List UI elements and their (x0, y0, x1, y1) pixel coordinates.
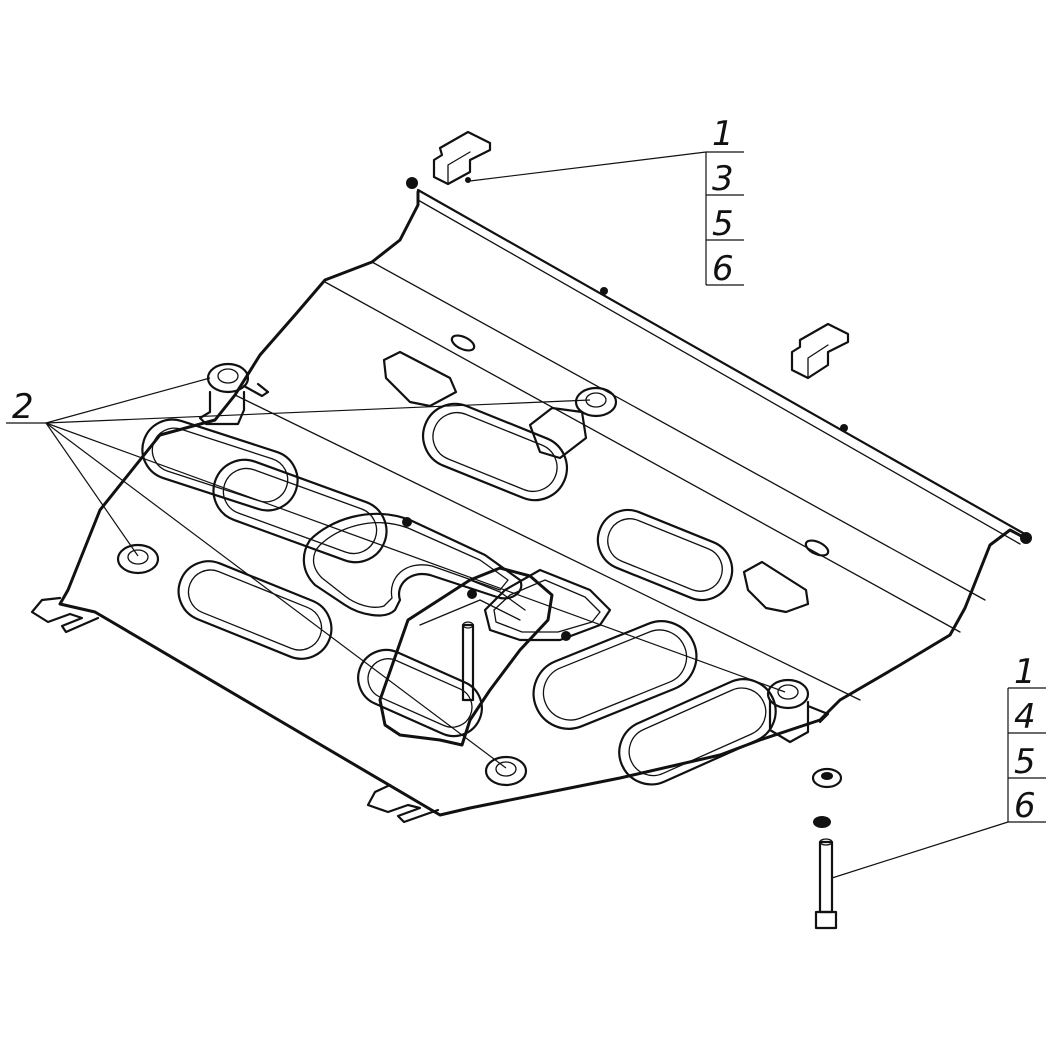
fastener-nut-3 (116, 543, 160, 575)
mounting-tab-center (366, 783, 440, 824)
callout-top-row-4: 6 (712, 249, 734, 289)
callout-right-row-3: 5 (1014, 742, 1036, 782)
bolt-assembly-right (811, 767, 843, 930)
fastener-nut-5 (766, 678, 830, 744)
callout-right-row-2: 4 (1014, 697, 1036, 737)
plate-outline (58, 188, 1032, 817)
callout-right: 1 4 5 6 (831, 652, 1046, 879)
callout-right-row-4: 6 (1014, 786, 1036, 826)
fastener-nut-4 (484, 755, 528, 787)
stiffening-recesses (141, 402, 777, 786)
callout-top: 1 3 5 6 (469, 114, 744, 289)
callout-top-row-3: 5 (712, 204, 734, 244)
mounting-tab-left (30, 596, 100, 634)
bracket-top-left (432, 130, 492, 186)
bolt-center (461, 177, 475, 702)
callout-top-row-2: 3 (712, 159, 734, 199)
callout-left: 2 (6, 377, 786, 769)
fastener-nut-2 (528, 386, 618, 460)
upper-face-holes (382, 177, 1032, 614)
callout-right-row-1: 1 (1014, 652, 1036, 692)
bracket-top-right (790, 322, 850, 380)
callout-top-row-1: 1 (712, 114, 734, 154)
center-scoop (378, 517, 571, 747)
callout-left-label: 2 (12, 387, 34, 427)
